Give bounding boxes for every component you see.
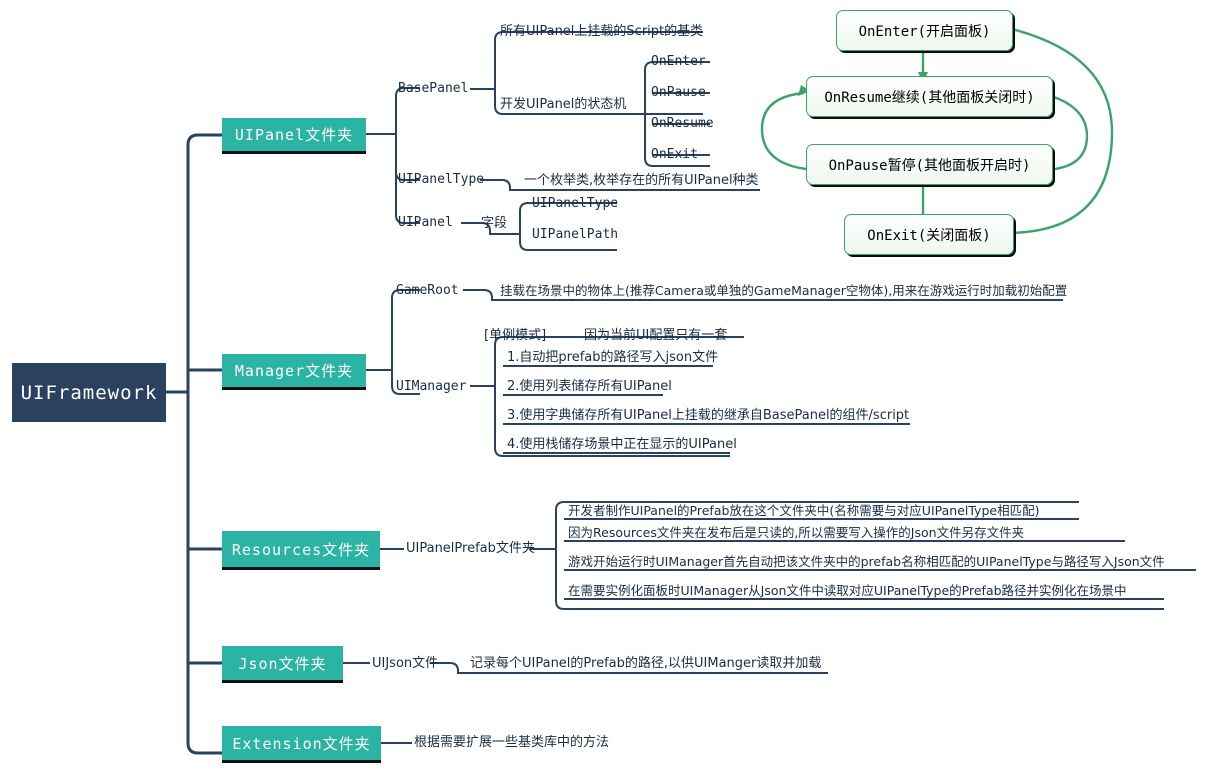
note-uimanager-item-3: 3.使用字典储存所有UIPanel上挂载的继承自BasePanel的组件/scr…: [507, 408, 910, 423]
label-field-uipaneltype: UIPanelType: [532, 196, 619, 211]
note-uimanager-item-4: 4.使用栈储存场景中正在显示的UIPanel: [507, 437, 737, 452]
label-state-onenter: OnEnter: [651, 54, 706, 69]
note-extension-desc: 根据需要扩展一些基类库中的方法: [414, 735, 610, 750]
category-manager-folder[interactable]: Manager文件夹: [222, 354, 366, 387]
label-state-onexit: OnExit: [651, 147, 698, 162]
category-json-folder[interactable]: Json文件夹: [222, 646, 343, 680]
note-uimanager-singleton: [单例模式]: [484, 328, 547, 343]
state-node-on-enter[interactable]: OnEnter(开启面板): [836, 10, 1013, 51]
label-uimanager: UIManager: [396, 379, 467, 394]
label-basepanel: BasePanel: [398, 81, 469, 96]
state-node-on-exit[interactable]: OnExit(关闭面板): [844, 214, 1014, 255]
label-uijson-file: UIJson文件: [372, 656, 439, 671]
note-uipanel-fields: 字段: [481, 216, 508, 231]
note-resources-item-2: 因为Resources文件夹在发布后是只读的,所以需要写入操作的Json文件另存…: [568, 525, 1025, 540]
label-state-onpause: OnPause: [651, 85, 706, 100]
root-node[interactable]: UIFramework: [12, 363, 166, 422]
note-uijson-desc: 记录每个UIPanel的Prefab的路径,以供UIManger读取并加载: [470, 656, 822, 671]
note-resources-item-4: 在需要实例化面板时UIManager从Json文件中读取对应UIPanelTyp…: [568, 583, 1127, 598]
label-uipaneltype: UIPanelType: [398, 172, 485, 187]
state-node-on-pause[interactable]: OnPause暂停(其他面板开启时): [806, 144, 1053, 185]
label-state-onresume: OnResume: [651, 116, 714, 131]
label-uipanelprefab-folder: UIPanelPrefab文件夹: [406, 541, 535, 556]
note-resources-item-3: 游戏开始运行时UIManager首先自动把该文件夹中的prefab名称相匹配的U…: [568, 554, 1165, 569]
note-basepanel-statemachine: 开发UIPanel的状态机: [500, 97, 627, 112]
note-uimanager-item-1: 1.自动把prefab的路径写入json文件: [507, 350, 719, 365]
note-basepanel-desc: 所有UIPanel上挂载的Script的基类: [500, 24, 704, 39]
note-gameroot-desc: 挂载在场景中的物体上(推荐Camera或单独的GameManager空物体),用…: [500, 283, 1068, 298]
note-resources-item-1: 开发者制作UIPanel的Prefab放在这个文件夹中(名称需要与对应UIPan…: [568, 503, 1040, 518]
category-uipanel-folder[interactable]: UIPanel文件夹: [222, 118, 366, 151]
label-gameroot: GameRoot: [396, 283, 459, 298]
note-uipaneltype-desc: 一个枚举类,枚举存在的所有UIPanel种类: [524, 173, 759, 188]
label-field-uipanelpath: UIPanelPath: [532, 227, 619, 242]
category-extension-folder[interactable]: Extension文件夹: [222, 726, 381, 760]
note-uimanager-item-2: 2.使用列表储存所有UIPanel: [507, 379, 672, 394]
category-resources-folder[interactable]: Resources文件夹: [222, 531, 380, 567]
state-node-on-resume[interactable]: OnResume继续(其他面板关闭时): [806, 76, 1053, 117]
note-uimanager-singleton-reason: 因为当前UI配置只有一套: [584, 328, 728, 343]
label-uipanel: UIPanel: [398, 215, 453, 230]
